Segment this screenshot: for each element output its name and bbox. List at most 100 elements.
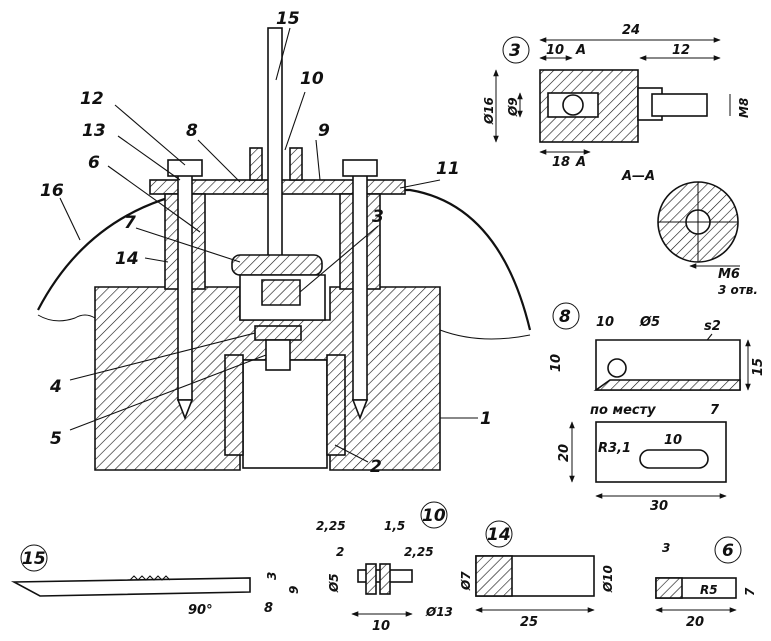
leader-6 <box>107 165 201 233</box>
d8-dim-7: 7 <box>710 403 720 418</box>
detail-10-badge <box>420 501 448 529</box>
callouts: 15 10 12 13 8 9 6 11 16 7 3 14 4 5 1 2 <box>40 9 492 477</box>
d14-dim-d10: Ø10 <box>601 565 615 593</box>
sec-a-bottom: A <box>575 155 586 170</box>
detail-3-thread <box>651 93 708 117</box>
leader-14 <box>144 257 169 263</box>
bracket-10-right <box>289 147 303 181</box>
callout-6: 6 <box>88 153 100 173</box>
leader-16 <box>59 197 81 241</box>
d6-r5: R5 <box>700 583 718 597</box>
holes-note: 3 отв. <box>718 283 758 297</box>
detail-14: 14 Ø7 Ø10 25 <box>459 520 615 630</box>
d10-dim-15: 1,5 <box>384 519 405 533</box>
bolt-left-head <box>167 159 203 177</box>
d14-tube-section <box>475 555 513 597</box>
d15-dim-9: 9 <box>287 586 301 594</box>
dim-12: 12 <box>672 43 690 58</box>
leader-15 <box>275 27 291 81</box>
dim-24: 24 <box>622 23 640 38</box>
dim-m8: M8 <box>737 98 751 118</box>
callout-11: 11 <box>436 159 460 179</box>
detail-8-badge <box>552 302 580 330</box>
bolt-left-shank <box>177 169 193 401</box>
detail-10-id: 10 <box>422 506 446 526</box>
detail-15-badge <box>20 544 48 572</box>
detail-3: 3 24 10 A 12 Ø16 Ø9 M8 18 A A—A M6 3 отв… <box>482 23 758 297</box>
detail-3-badge <box>502 36 530 64</box>
callout-9: 9 <box>318 121 330 141</box>
leader-12 <box>114 104 186 166</box>
d15-dim-3: 3 <box>265 572 279 580</box>
leader-3 <box>299 225 379 293</box>
part-4 <box>254 325 302 341</box>
callout-14: 14 <box>115 249 139 269</box>
dim-10: 10 <box>546 43 564 58</box>
callout-15: 15 <box>276 9 300 29</box>
d8-dim-30: 30 <box>650 499 668 514</box>
d8-note: по месту <box>590 403 656 418</box>
detail-15: 15 3 9 8 90° <box>10 544 301 618</box>
part-5 <box>265 339 291 371</box>
detail-6-id: 6 <box>722 541 734 561</box>
d10-dim-d13: Ø13 <box>425 605 453 619</box>
callout-12: 12 <box>80 89 104 109</box>
callout-16: 16 <box>40 181 64 201</box>
break-line-left <box>37 314 96 322</box>
d10-wheel-a <box>365 563 377 595</box>
d10-wheel-b <box>379 563 391 595</box>
leader-13 <box>117 135 181 181</box>
callout-3: 3 <box>372 207 384 227</box>
bushing-2-wall-right <box>326 354 346 456</box>
d10-dim-225b: 2,25 <box>404 545 434 559</box>
callout-7: 7 <box>124 213 136 233</box>
leader-7 <box>135 227 241 263</box>
leader-2 <box>334 444 369 463</box>
bushing-2 <box>242 359 328 469</box>
detail-15-id: 15 <box>22 549 46 569</box>
break-line-right <box>439 329 531 340</box>
detail-6-badge <box>714 536 742 564</box>
detail-8-id: 8 <box>559 307 571 327</box>
d10-dim-225a: 2,25 <box>316 519 346 533</box>
d8-dim-15: 15 <box>751 358 766 376</box>
rod-15 <box>267 27 283 294</box>
detail-3-id: 3 <box>509 41 521 61</box>
leader-10 <box>284 91 306 151</box>
bolt-right-tip <box>351 399 369 421</box>
part-3-inner <box>261 279 301 306</box>
leader-5 <box>69 354 267 431</box>
section-title: A—A <box>621 169 655 184</box>
d6-bar-section <box>655 577 683 599</box>
d8-r31: R3,1 <box>598 441 631 456</box>
dim-16: Ø16 <box>482 97 496 125</box>
leader-8 <box>197 139 241 183</box>
sec-a-top: A <box>575 43 586 58</box>
d6-dim-3: 3 <box>662 541 670 555</box>
d10-dim-10: 10 <box>372 619 390 634</box>
leader-9 <box>315 139 321 181</box>
d8-s2: s2 <box>704 319 721 334</box>
d15-angle: 90° <box>188 603 213 618</box>
d8-base <box>593 379 741 391</box>
detail-8: 8 10 Ø5 s2 10 15 по месту 7 20 R3,1 10 3… <box>549 302 766 514</box>
d8-dim-20: 20 <box>557 444 572 462</box>
d8-dim-10b: 10 <box>549 354 564 372</box>
leader-4 <box>69 332 256 381</box>
d10-dim-2: 2 <box>336 545 344 559</box>
d14-dim-25: 25 <box>520 615 538 630</box>
callout-1: 1 <box>480 409 492 429</box>
d8-dim-10c: 10 <box>664 433 682 448</box>
bolt-right-head <box>342 159 378 177</box>
d15-blade <box>10 577 251 597</box>
d15-teeth <box>129 575 171 581</box>
detail-10: 10 2,25 1,5 2 2,25 Ø5 10 Ø13 <box>316 501 453 634</box>
d10-dim-d5: Ø5 <box>327 573 341 593</box>
callout-2: 2 <box>370 457 382 477</box>
main-assembly <box>37 27 532 471</box>
callout-4: 4 <box>49 377 62 397</box>
callout-10: 10 <box>300 69 324 89</box>
dim-m6: M6 <box>718 267 740 282</box>
callout-13: 13 <box>82 121 106 141</box>
